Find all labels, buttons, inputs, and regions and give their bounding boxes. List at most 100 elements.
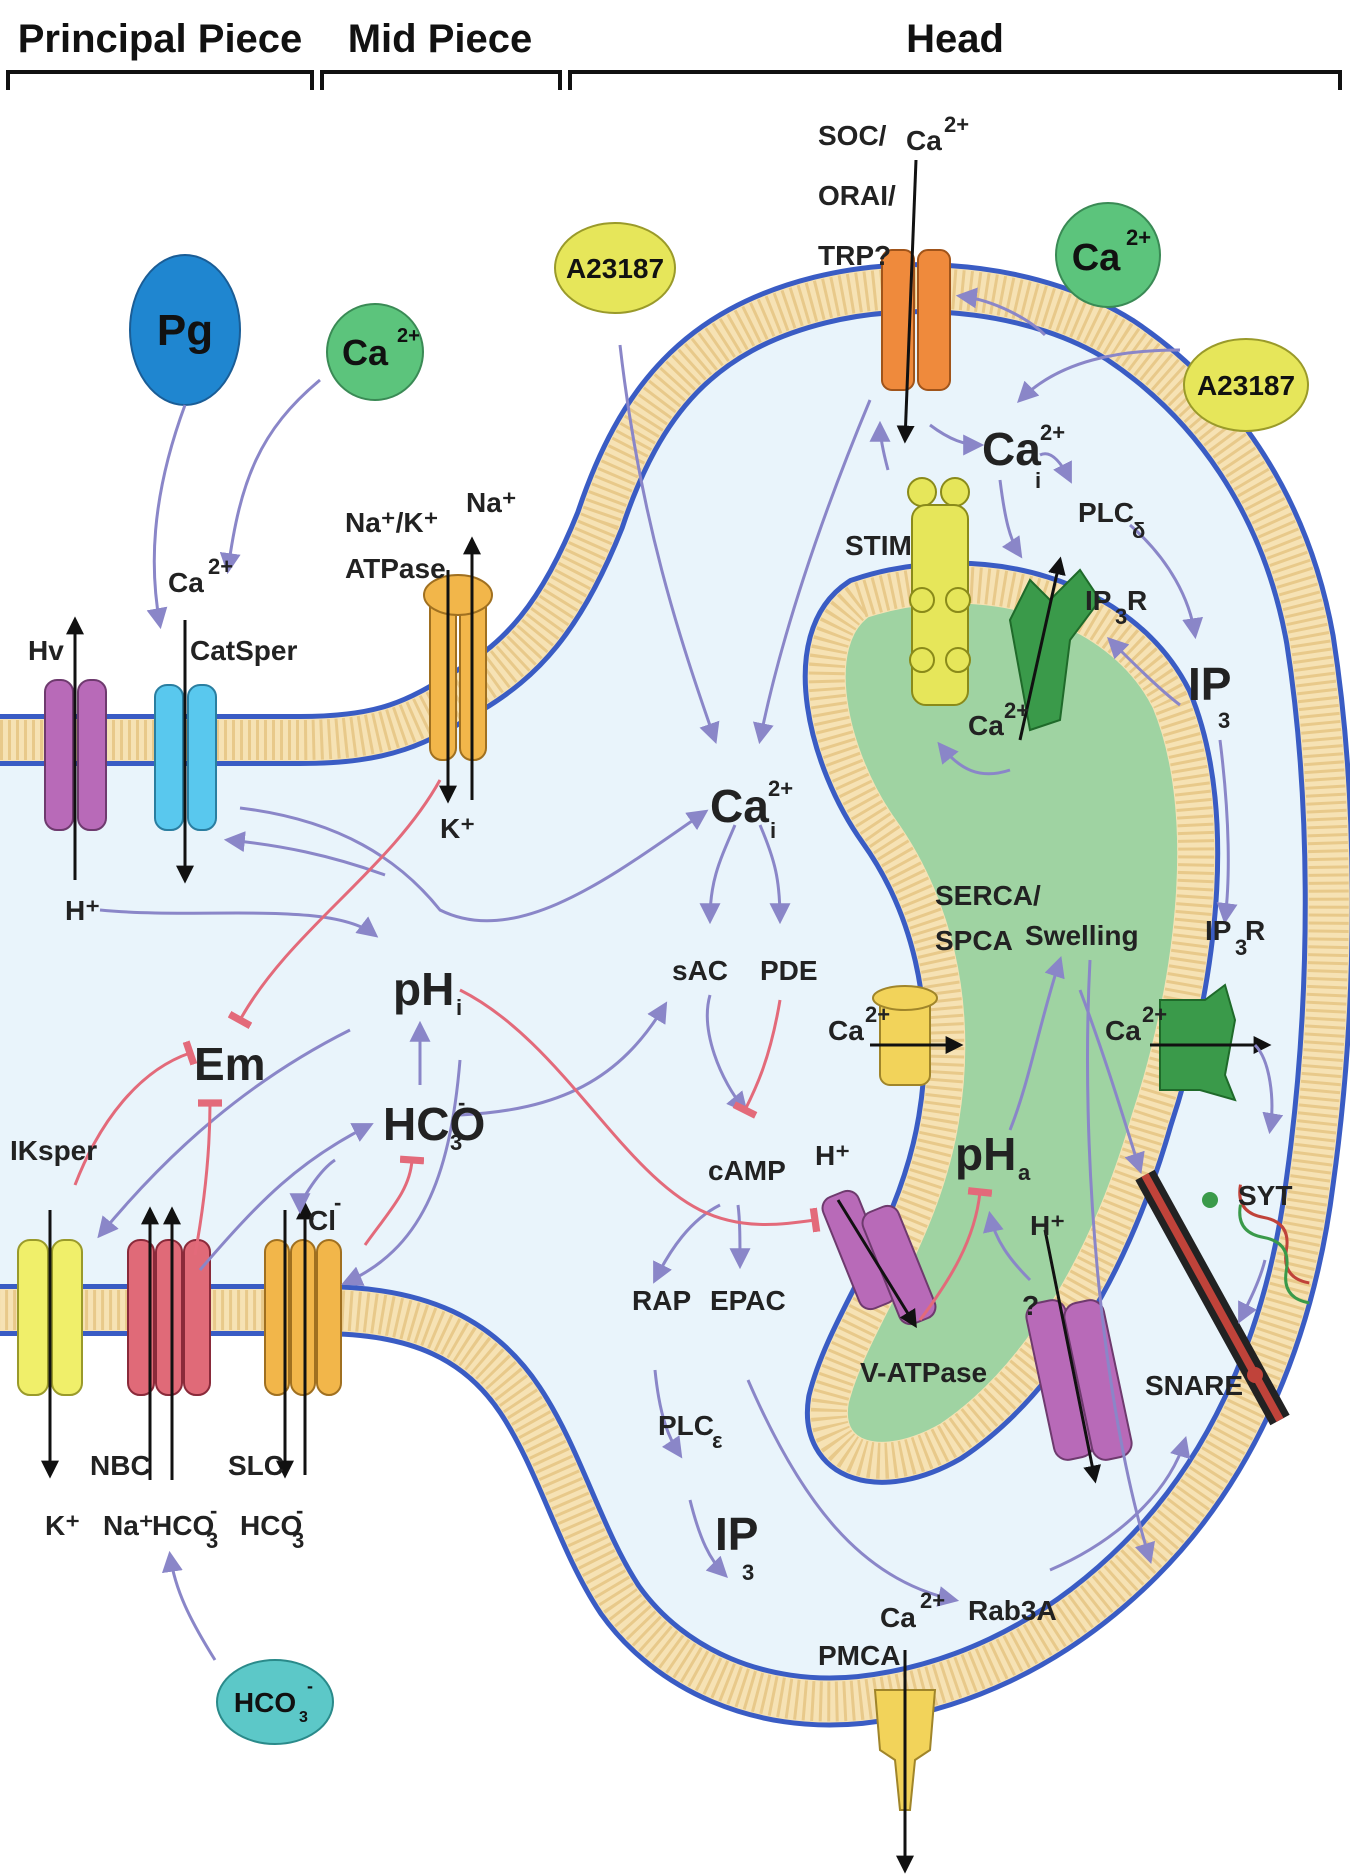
plc-e-sub: ε [712, 1428, 723, 1453]
ip3r-lower-label: IP [1205, 915, 1231, 946]
nak-label-2: ATPase [345, 553, 446, 584]
slc-cl-sup: - [334, 1190, 341, 1215]
acrosome-phospholipids [808, 566, 1215, 1479]
hco3-sub: 3 [450, 1130, 462, 1155]
ca-head-bubble [1055, 202, 1161, 308]
ip3r-lower-r: R [1245, 915, 1265, 946]
nbc-hco-label: HCO [152, 1510, 214, 1541]
epac-label: EPAC [710, 1285, 786, 1316]
serca-label-1: SERCA/ [935, 880, 1041, 911]
unknown-h-label: H⁺ [1030, 1210, 1065, 1241]
plc-d-label: PLC [1078, 497, 1134, 528]
activation-arrows [97, 287, 1284, 1661]
vatpase-label: V-ATPase [860, 1357, 987, 1388]
soc-ca-sup: 2+ [944, 112, 969, 137]
header-mid-piece: Mid Piece [348, 17, 533, 61]
soc-label-2: ORAI/ [818, 180, 896, 211]
header-principal-piece: Principal Piece [18, 17, 303, 61]
cai-sub: i [770, 818, 776, 843]
v-atpase [821, 1189, 937, 1329]
bracket-principal [6, 70, 314, 90]
cai-head-label: Ca [982, 423, 1041, 475]
syt-label: SYT [1238, 1180, 1292, 1211]
hco3-bottom-bubble [216, 1659, 334, 1745]
rap-label: RAP [632, 1285, 691, 1316]
ca-head-label: Ca [1072, 237, 1121, 279]
bracket-head [568, 70, 1342, 90]
stim [907, 477, 971, 706]
ip3r-lower-ca-label: Ca [1105, 1015, 1141, 1046]
serca-spca [870, 985, 964, 1086]
inhibition-lines [73, 779, 993, 1321]
pha-label: pH [955, 1128, 1016, 1180]
soc-label-1: SOC/ [818, 120, 887, 151]
slc-hco-sub: 3 [292, 1528, 304, 1553]
acrosome [802, 560, 1221, 1485]
hco3-bottom-label: HCO [234, 1687, 296, 1718]
pmca [873, 1650, 937, 1874]
labels: Hv CatSper Ca 2+ H⁺ Na⁺/K⁺ ATPase Na⁺ K⁺… [10, 112, 1292, 1671]
pg-label: Pg [157, 306, 213, 355]
serca-ca-label: Ca [828, 1015, 864, 1046]
membrane-phospholipids [0, 268, 1349, 1722]
unknown-question: ? [1022, 1290, 1039, 1321]
slc-channel [264, 1201, 342, 1479]
ip3r-lower [1150, 983, 1272, 1102]
ip3r-lower-ca-sup: 2+ [1142, 1002, 1167, 1027]
pde-label: PDE [760, 955, 818, 986]
stim-label: STIM [845, 530, 912, 561]
hv-channel [44, 616, 107, 880]
hv-h-label: H⁺ [65, 895, 100, 926]
nak-na-label: Na⁺ [466, 487, 517, 518]
cai-head-sup: 2+ [1040, 420, 1065, 445]
catsper-ca-sup: 2+ [208, 554, 233, 579]
iksper-k-label: K⁺ [45, 1510, 80, 1541]
header-head: Head [906, 17, 1004, 61]
er-ca-label: Ca [968, 710, 1004, 741]
slc-hco-sup: - [296, 1498, 303, 1523]
nak-atpase [423, 536, 493, 804]
hv-label: Hv [28, 635, 64, 666]
serca-label-2: SPCA [935, 925, 1013, 956]
cai-label: Ca [710, 780, 769, 832]
nbc-hco-sup: - [210, 1498, 217, 1523]
ip3-head-sub: 3 [1218, 708, 1230, 733]
nbc-channel [127, 1206, 211, 1480]
bubbles: Pg Ca 2+ A23187 Ca 2+ A23187 HCO 3 - [129, 202, 1309, 1745]
ip3r-upper-label: IP [1085, 585, 1111, 616]
hco3-label: HCO [383, 1098, 485, 1150]
bracket-mid [320, 70, 562, 90]
catsper-channel [154, 620, 217, 884]
hco3-bottom-sub: 3 [299, 1709, 308, 1726]
swelling-label: Swelling [1025, 920, 1139, 951]
slc-hco-label: HCO [240, 1510, 302, 1541]
a23187-right-label: A23187 [1197, 370, 1295, 401]
ip3r-lower-sub: 3 [1235, 935, 1247, 960]
snare-label: SNARE [1145, 1370, 1243, 1401]
nbc-hco-sub: 3 [206, 1528, 218, 1553]
snare-complex [1135, 1169, 1310, 1426]
catsper-ca-label: Ca [168, 567, 204, 598]
ca-head-sup: 2+ [1126, 225, 1151, 250]
ca-principal-label: Ca [342, 332, 389, 373]
pmca-ca-sup: 2+ [920, 1588, 945, 1613]
em-label: Em [194, 1038, 266, 1090]
soc-orai-trp-channel [881, 159, 951, 444]
phi-label: pH [393, 963, 454, 1015]
pmca-ca-label: Ca [880, 1602, 916, 1633]
channels [44, 159, 1310, 1874]
cai-sup: 2+ [768, 776, 793, 801]
ip3-bottom-label: IP [715, 1508, 758, 1560]
catsper-label: CatSper [190, 635, 297, 666]
ip3r-upper [1008, 556, 1102, 741]
ip3-bottom-sub: 3 [742, 1560, 754, 1585]
slc-label: SLC [228, 1450, 284, 1481]
iksper-label: IKsper [10, 1135, 97, 1166]
plc-d-sub: δ [1132, 518, 1145, 543]
er-ca-sup: 2+ [1004, 698, 1029, 723]
a23187-left-bubble [554, 222, 676, 314]
ip3r-upper-r: R [1127, 585, 1147, 616]
sac-label: sAC [672, 955, 728, 986]
